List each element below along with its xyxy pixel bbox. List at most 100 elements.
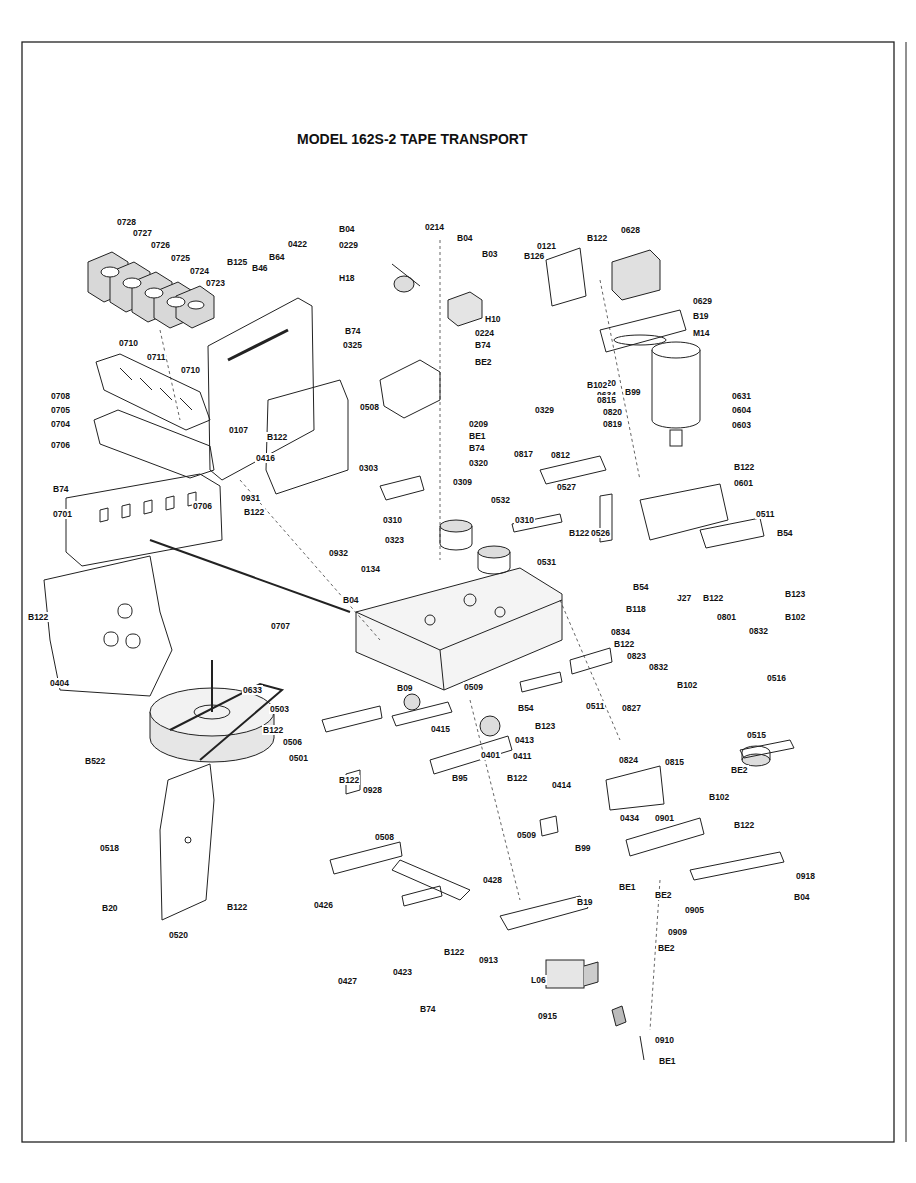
key-caps	[88, 252, 214, 328]
callout-number: B122	[733, 820, 755, 830]
callout-number: 0404	[49, 678, 70, 688]
callout-number: B74	[52, 484, 70, 494]
callout-number: 0532	[490, 495, 511, 505]
callout-number: 0928	[362, 785, 383, 795]
callout-number: 0918	[795, 871, 816, 881]
page-frame	[22, 42, 894, 1142]
callout-number: 0815	[664, 757, 685, 767]
callout-number: B04	[338, 224, 356, 234]
callout-number: 0725	[170, 253, 191, 263]
callout-number: 0325	[342, 340, 363, 350]
callout-number: 0107	[228, 425, 249, 435]
callout-number: 0209	[468, 419, 489, 429]
callout-number: B95	[451, 773, 469, 783]
callout-number: 0706	[50, 440, 71, 450]
callout-number: 0631	[731, 391, 752, 401]
callout-number: 0706	[192, 501, 213, 511]
callout-number: 0426	[313, 900, 334, 910]
circuit-board	[208, 298, 348, 494]
callout-number: 0931	[240, 493, 261, 503]
callout-number: 0726	[150, 240, 171, 250]
callout-number: 0516	[766, 673, 787, 683]
callout-number: L06	[530, 975, 547, 985]
callout-number: B102	[784, 612, 806, 622]
callout-number: 0508	[359, 402, 380, 412]
callout-number: B74	[419, 1004, 437, 1014]
callout-number: 0509	[463, 682, 484, 692]
callout-number: 0518	[99, 843, 120, 853]
callout-number: 0310	[382, 515, 403, 525]
callout-number: 0728	[116, 217, 137, 227]
callout-number: 0229	[338, 240, 359, 250]
callout-number: B102	[676, 680, 698, 690]
callout-number: B126	[523, 251, 545, 261]
callout-number: 0704	[50, 419, 71, 429]
callout-number: 0801	[716, 612, 737, 622]
callout-number: B99	[624, 387, 642, 397]
callout-number: 0515	[746, 730, 767, 740]
callout-number: 0932	[328, 548, 349, 558]
callout-number: 0509	[516, 830, 537, 840]
callout-number: 0511	[585, 701, 605, 711]
callout-number: B122	[613, 639, 635, 649]
flywheel	[150, 660, 282, 920]
callout-number: 0329	[534, 405, 555, 415]
callout-number: 0601	[733, 478, 754, 488]
callout-number: 0915	[537, 1011, 558, 1021]
callout-number: 0320	[468, 458, 489, 468]
callout-number: 0628	[620, 225, 641, 235]
callout-number: B19	[692, 311, 710, 321]
callout-number: 0134	[360, 564, 381, 574]
callout-number: B99	[574, 843, 592, 853]
callout-number: B20	[101, 903, 119, 913]
callout-number: B54	[776, 528, 794, 538]
callout-number: 0527	[556, 482, 577, 492]
callout-number: B122	[27, 612, 49, 622]
callout-number: 0526	[590, 528, 611, 538]
callout-number: 0310	[514, 515, 535, 525]
callout-number: 0501	[288, 753, 309, 763]
pinch-arm	[740, 740, 794, 766]
callout-number: B04	[342, 595, 360, 605]
callout-number: B522	[84, 756, 106, 766]
callout-number: 0723	[205, 278, 226, 288]
head-assembly	[380, 248, 686, 418]
callout-number: B122	[506, 773, 528, 783]
chassis	[356, 568, 562, 690]
callout-number: B03	[481, 249, 499, 259]
callout-number: BE1	[618, 882, 637, 892]
solenoid	[500, 896, 644, 1060]
callout-number: 0834	[610, 627, 631, 637]
callout-number: BE2	[657, 943, 676, 953]
callout-number: 0506	[282, 737, 303, 747]
callout-number: 0121	[536, 241, 557, 251]
callout-number: B74	[344, 326, 362, 336]
callout-number: 0707	[270, 621, 291, 631]
callout-number: 0423	[392, 967, 413, 977]
callout-number: 0414	[551, 780, 572, 790]
callout-number: 0214	[424, 222, 445, 232]
callout-number: B19	[576, 897, 594, 907]
callout-number: 0416	[255, 453, 276, 463]
callout-number: H10	[484, 314, 502, 324]
callout-number: 0401	[480, 750, 501, 760]
callout-number: 0413	[514, 735, 535, 745]
callout-number: B64	[268, 252, 286, 262]
callout-number: B122	[443, 947, 465, 957]
callout-number: 0817	[513, 449, 534, 459]
callout-number: 0629	[692, 296, 713, 306]
callout-number: B122	[262, 725, 284, 735]
callout-number: 0901	[654, 813, 675, 823]
callout-number: 0309	[452, 477, 473, 487]
callout-number: BE1	[468, 431, 487, 441]
callout-number: B122	[733, 462, 755, 472]
callout-number: BE2	[474, 357, 493, 367]
callout-number: 0531	[536, 557, 557, 567]
callout-number: 0224	[474, 328, 495, 338]
callout-number: B122	[266, 432, 288, 442]
callout-number: 0827	[621, 703, 642, 713]
capstan-gears	[440, 520, 510, 574]
callout-number: 0832	[648, 662, 669, 672]
callout-number: 0604	[731, 405, 752, 415]
callout-number: B125	[226, 257, 248, 267]
